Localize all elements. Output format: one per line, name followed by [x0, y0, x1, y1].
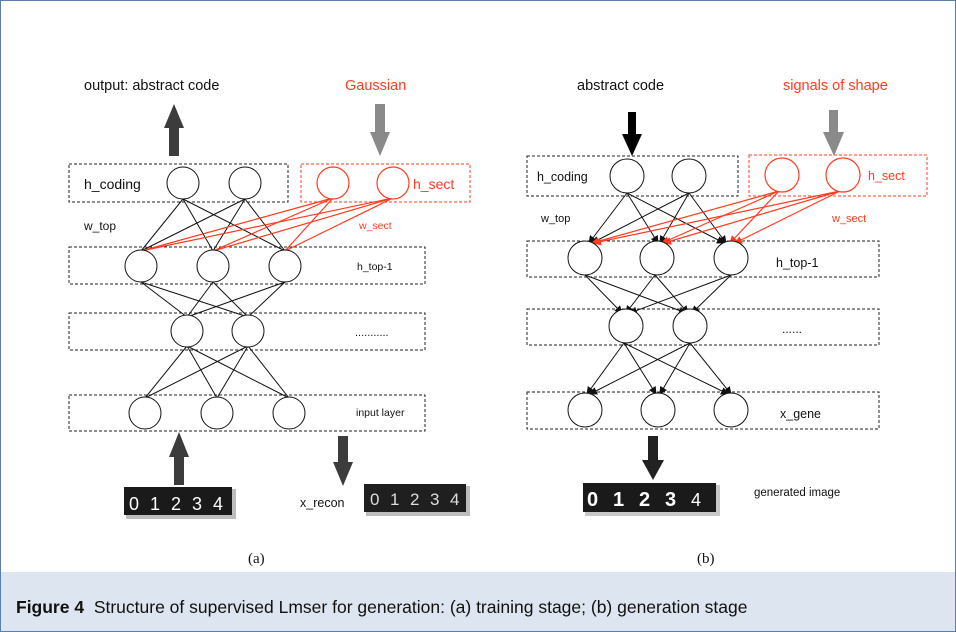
neuron: [764, 157, 800, 193]
ellipsis-label: ...........: [355, 327, 389, 339]
generated-arrow: [642, 436, 664, 480]
neuron: [316, 166, 350, 200]
w-sect-connections: [591, 190, 841, 246]
bottom-connections: [586, 342, 732, 395]
h-top1-label: h_top-1: [357, 261, 393, 273]
neuron: [128, 396, 162, 430]
digit: 2: [171, 494, 181, 514]
recon-arrow: [333, 436, 353, 486]
digit: 0: [587, 489, 598, 511]
digit: 2: [639, 489, 650, 511]
digit: 1: [150, 494, 160, 514]
subfigure-label-a: (a): [248, 551, 265, 567]
signals-of-shape-label: signals of shape: [783, 78, 888, 94]
digit: 4: [213, 494, 223, 514]
digit: 1: [613, 489, 624, 511]
neuron: [376, 166, 410, 200]
h-coding-label: h_coding: [537, 170, 588, 184]
x-recon-label: x_recon: [300, 496, 345, 510]
output-arrow: [164, 104, 184, 156]
digit: 2: [410, 490, 419, 509]
h-top1-layer-box: [68, 246, 426, 285]
x-gene-layer-box: [526, 391, 880, 430]
neuron: [268, 249, 302, 283]
mid-connections: [584, 274, 732, 315]
input-layer-box: [68, 394, 426, 432]
w-sect-label: w_sect: [831, 213, 866, 225]
input-layer-label: input layer: [356, 407, 405, 419]
digit: 4: [691, 490, 701, 510]
neuron: [609, 158, 645, 194]
gaussian-arrow: [370, 104, 390, 156]
abstract-code-arrow: [622, 112, 642, 156]
digit: 0: [129, 494, 139, 514]
neuron: [272, 396, 306, 430]
mid-connections: [140, 281, 286, 318]
digit: 4: [450, 490, 459, 509]
digit: 3: [430, 490, 439, 509]
neuron: [567, 392, 603, 428]
neuron: [713, 240, 749, 276]
digit: 0: [370, 490, 379, 509]
digit: 3: [192, 494, 202, 514]
abstract-code-label: abstract code: [577, 78, 664, 94]
w-top-label: w_top: [540, 213, 570, 225]
w-top-connections: [588, 192, 727, 244]
figure-number: Figure 4: [16, 597, 85, 617]
neuron: [672, 308, 708, 344]
neuron: [166, 166, 200, 200]
generated-digit-strip: 0 1 2 3 4: [583, 483, 720, 516]
h-top1-layer-box: [526, 240, 880, 278]
neuron: [713, 392, 749, 428]
figure-caption: Figure 4 Structure of supervised Lmser f…: [16, 597, 748, 618]
neuron: [639, 240, 675, 276]
ellipsis-label: ......: [782, 322, 802, 336]
caption-band: [1, 572, 955, 631]
neurons-a: [124, 166, 306, 430]
h-sect-label: h_sect: [413, 176, 454, 192]
neuron: [228, 166, 262, 200]
figure-diagram: output: abstract code Gaussian: [68, 78, 928, 567]
caption-text: Structure of supervised Lmser for genera…: [93, 597, 748, 617]
neuron: [567, 240, 603, 276]
neurons-sect-b: [764, 157, 861, 193]
hidden-layer-box: [526, 308, 880, 346]
panel-a: output: abstract code Gaussian: [68, 78, 471, 567]
output-label: output: abstract code: [84, 78, 219, 94]
recon-digit-strip: 0 1 2 3 4: [364, 484, 470, 516]
neuron: [170, 314, 204, 348]
generated-image-label: generated image: [754, 487, 840, 499]
w-sect-connections: [140, 197, 394, 252]
w-top-label: w_top: [83, 219, 116, 233]
neuron: [671, 158, 707, 194]
panel-b: abstract code signals of shape: [526, 78, 928, 567]
digit: 3: [665, 489, 676, 511]
w-sect-label: w_sect: [358, 220, 392, 232]
h-coding-label: h_coding: [84, 176, 141, 192]
neuron: [231, 314, 265, 348]
neuron: [640, 392, 676, 428]
h-coding-layer-box: [68, 163, 289, 203]
bottom-connections: [144, 345, 290, 399]
input-digit-strip: 0 1 2 3 4: [124, 487, 236, 519]
neuron: [196, 249, 230, 283]
h-sect-label: h_sect: [868, 169, 905, 183]
subfigure-label-b: (b): [697, 551, 715, 567]
x-gene-label: x_gene: [780, 407, 821, 421]
neuron: [124, 249, 158, 283]
neurons-sect-a: [316, 166, 410, 200]
h-sect-layer-box: [748, 154, 928, 197]
neuron: [200, 396, 234, 430]
signals-arrow: [823, 110, 844, 156]
h-top1-label: h_top-1: [776, 256, 818, 270]
input-arrow: [169, 432, 189, 485]
digit: 1: [390, 490, 399, 509]
neuron: [608, 308, 644, 344]
neuron: [825, 157, 861, 193]
gaussian-label: Gaussian: [345, 78, 406, 94]
neurons-b: [567, 158, 749, 428]
hidden-layer-box: [68, 312, 426, 351]
